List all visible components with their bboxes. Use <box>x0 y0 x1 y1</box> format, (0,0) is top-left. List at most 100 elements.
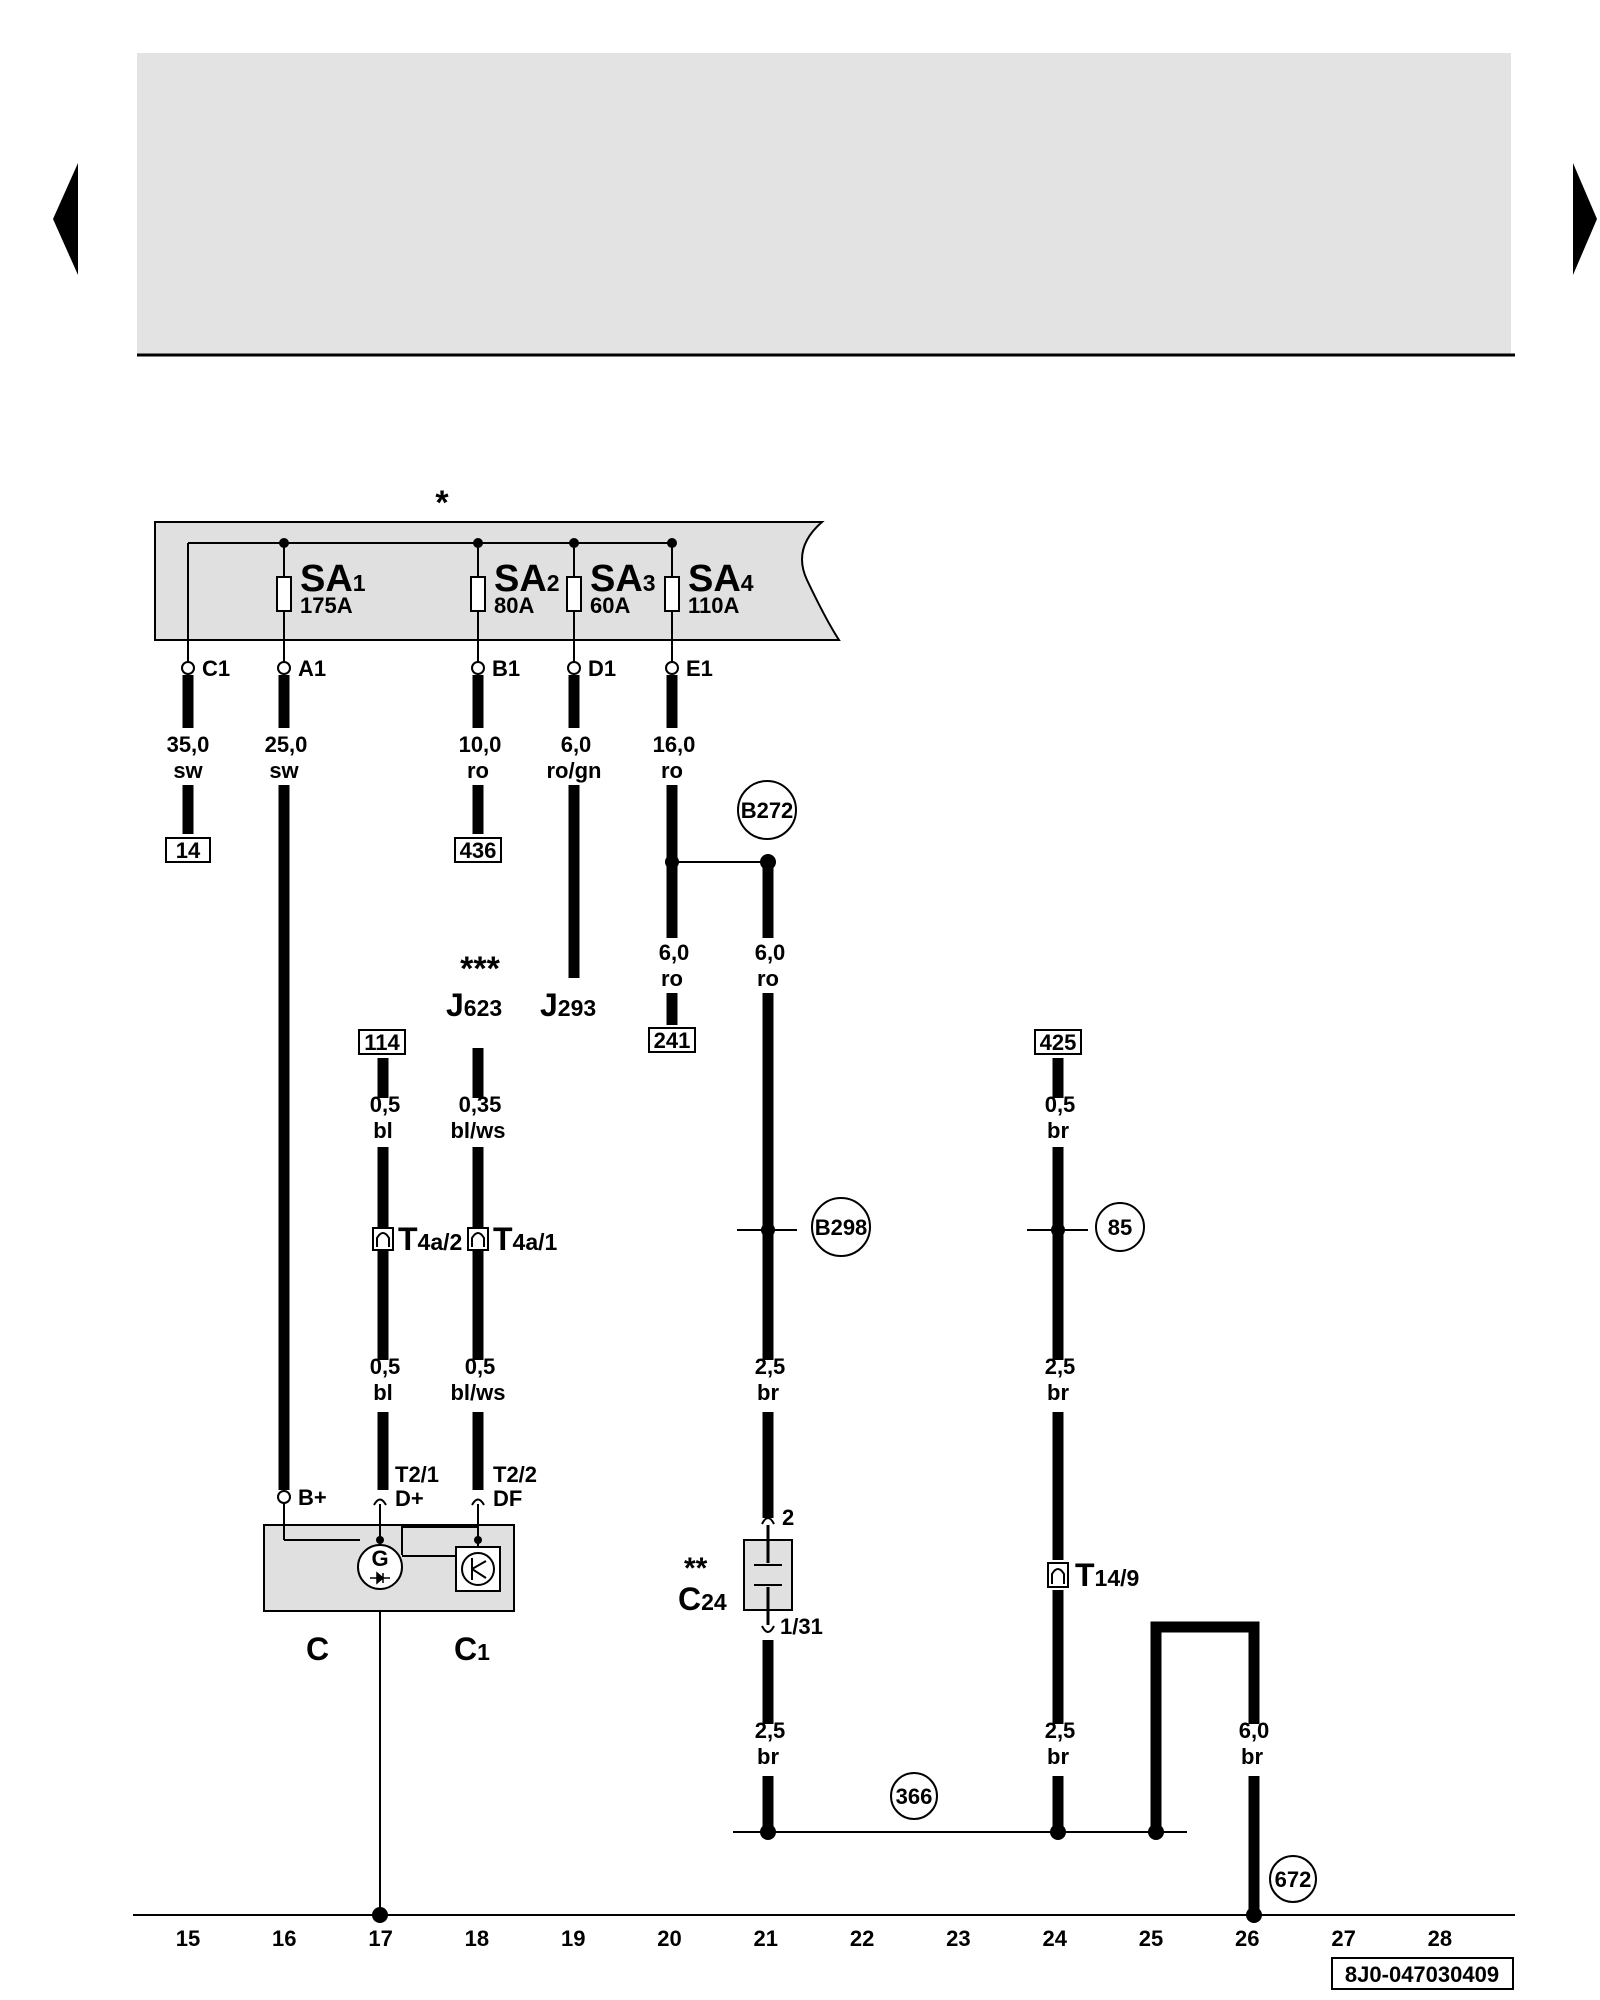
ref-box-436-label: 436 <box>460 838 497 863</box>
wire-b272-color: ro <box>757 966 779 991</box>
c24-pin-top-icon <box>761 1517 775 1525</box>
wire-114-color: bl <box>373 1118 393 1143</box>
ref-box-425[interactable] <box>1034 1029 1082 1055</box>
fuse-sa3-icon <box>566 576 582 612</box>
junction-dot <box>760 854 776 870</box>
fuse-sa3-rating: 60A <box>590 593 630 618</box>
wire-e1-size: 16,0 <box>653 732 696 757</box>
connector-t4a2-label: T4a/2 <box>398 1221 462 1257</box>
circle-ref-b272-label: B272 <box>741 798 794 823</box>
circle-ref-85[interactable] <box>1095 1202 1145 1252</box>
circle-ref-b298[interactable] <box>811 1197 871 1257</box>
terminal-b1-label: B1 <box>492 656 520 681</box>
gen-pin-dplus: D+ <box>395 1486 424 1511</box>
wire-672-color: br <box>1241 1744 1263 1769</box>
circle-ref-672-label: 672 <box>1275 1867 1312 1892</box>
terminal-d1-label: D1 <box>588 656 616 681</box>
wire-e1-down-color: ro <box>661 966 683 991</box>
doc-code: 8J0-047030409 <box>1345 1962 1499 1987</box>
terminal-bplus <box>277 1490 291 1504</box>
wire-t14-color: br <box>1047 1744 1069 1769</box>
ref-box-241[interactable] <box>648 1027 696 1053</box>
wire-c1-size: 35,0 <box>167 732 210 757</box>
fuse-sa1-icon <box>276 576 292 612</box>
c24-pin-bottom: 1/31 <box>780 1614 823 1639</box>
wire-j623-color: bl/ws <box>450 1118 505 1143</box>
wire-b1-size: 10,0 <box>459 732 502 757</box>
wire-672-size: 6,0 <box>1239 1718 1270 1743</box>
c24-label: C24 <box>678 1581 727 1617</box>
wire-114-size: 0,5 <box>370 1092 401 1117</box>
terminal-d1 <box>567 661 581 675</box>
wire-t14-size: 2,5 <box>1045 1718 1076 1743</box>
transistor-leads-icon <box>471 1558 487 1580</box>
wire-114-lower-size: 0,5 <box>370 1354 401 1379</box>
circle-ref-85-label: 85 <box>1108 1215 1132 1240</box>
junction-dot <box>372 1907 388 1923</box>
wire-j623-lower-color: bl/ws <box>450 1380 505 1405</box>
wire-425-size: 0,5 <box>1045 1092 1076 1117</box>
circle-ref-b272[interactable] <box>737 780 797 840</box>
wire-d1-size: 6,0 <box>561 732 592 757</box>
wire-b298-color: br <box>757 1380 779 1405</box>
wire-ground-loop <box>1150 1621 1260 1835</box>
circle-ref-672[interactable] <box>1269 1855 1317 1903</box>
j623-note: *** <box>460 950 500 988</box>
column-number: 27 <box>1331 1926 1355 1951</box>
junction-dot <box>1050 1824 1066 1840</box>
doc-code-box <box>1331 1957 1514 1990</box>
junction-dot <box>760 1824 776 1840</box>
triangle-left-icon[interactable] <box>53 163 78 275</box>
wire-group <box>182 675 1260 1916</box>
connector-t14-pin-icon <box>1051 1568 1065 1584</box>
fuse-sa4-icon <box>664 576 680 612</box>
terminal-e1 <box>665 661 679 675</box>
j623-label: J623 <box>446 987 502 1023</box>
circle-ref-366[interactable] <box>890 1772 938 1820</box>
fuse-sa4-rating: 110A <box>688 593 739 618</box>
transistor-icon <box>461 1552 495 1586</box>
generator-symbol: G <box>371 1546 388 1571</box>
connector-t4a1-label: T4a/1 <box>493 1221 558 1257</box>
fuse-sa1-rating: 175A <box>300 593 353 618</box>
wire-e1-color: ro <box>661 758 683 783</box>
junction-dot <box>569 538 579 548</box>
column-number: 25 <box>1139 1926 1163 1951</box>
gen-pin-df-icon <box>471 1498 485 1506</box>
wire-425-color: br <box>1047 1118 1069 1143</box>
ref-box-14[interactable] <box>165 837 211 863</box>
wire-j623-lower-size: 0,5 <box>465 1354 496 1379</box>
ref-box-436[interactable] <box>454 837 502 863</box>
wire-c24-color: br <box>757 1744 779 1769</box>
column-number: 18 <box>465 1926 489 1951</box>
header-panel <box>137 53 1511 354</box>
circle-ref-366-label: 366 <box>896 1784 933 1809</box>
column-number: 26 <box>1235 1926 1259 1951</box>
terminal-bplus-label: B+ <box>298 1485 327 1510</box>
wire-a1-color: sw <box>269 758 299 783</box>
ref-box-241-label: 241 <box>654 1028 691 1053</box>
fuse-sa2-icon <box>470 576 486 612</box>
ref-box-114-label: 114 <box>364 1030 400 1055</box>
generator-label: C <box>306 1631 329 1667</box>
ref-box-114[interactable] <box>358 1029 406 1055</box>
connector-t4a1-pin-icon <box>471 1232 485 1247</box>
connector-t14-label: T14/9 <box>1075 1557 1139 1593</box>
circle-ref-b298-label: B298 <box>815 1215 868 1240</box>
wire-114-lower-color: bl <box>373 1380 393 1405</box>
terminal-c1 <box>181 661 195 675</box>
wire-a1-size: 25,0 <box>265 732 308 757</box>
ref-box-425-label: 425 <box>1040 1030 1077 1055</box>
column-number: 19 <box>561 1926 585 1951</box>
junction-dot <box>665 855 679 869</box>
junction-dot <box>1246 1907 1262 1923</box>
triangle-right-icon[interactable] <box>1573 163 1597 275</box>
column-number: 15 <box>176 1926 200 1951</box>
junction-dot <box>1148 1824 1164 1840</box>
column-number: 20 <box>657 1926 681 1951</box>
fuse-sa4-label: SA4 <box>688 558 754 600</box>
regulator-label: C1 <box>454 1631 490 1667</box>
fuse-sa2-label: SA2 <box>494 558 560 600</box>
